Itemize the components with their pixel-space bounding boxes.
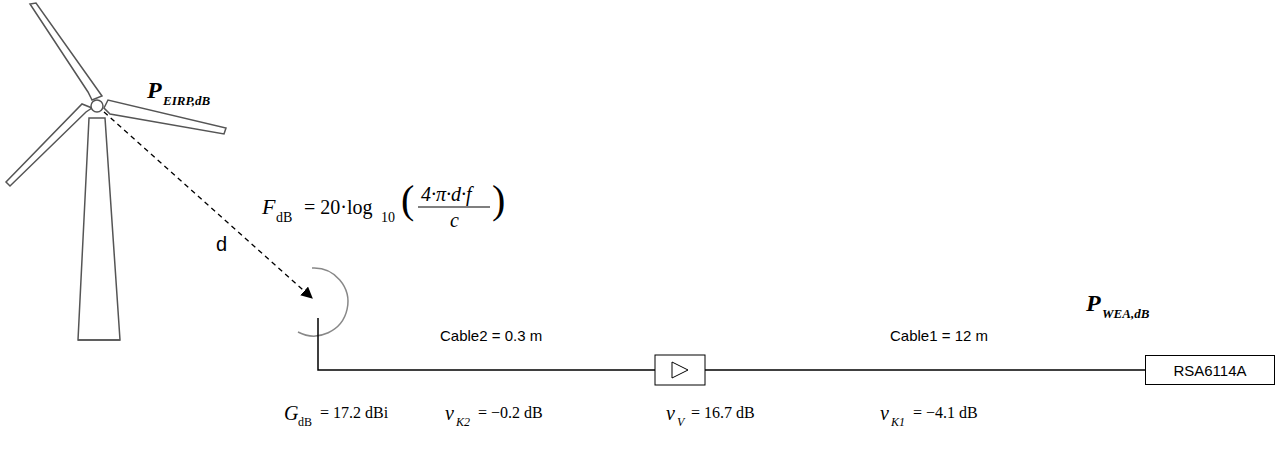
cable1-wire [705,369,1145,371]
formula-text: = 20·log [304,197,373,217]
loss-symbol: v [445,403,454,423]
formula-symbol: F [262,196,275,218]
subscript: V [677,416,684,428]
wind-turbine [6,3,226,340]
fraction-bar [418,206,490,207]
turbine-tower [78,118,120,340]
gain-symbol: G [284,403,298,423]
gain-symbol: v [666,403,675,423]
gain-value: = 16.7 dB [691,405,755,421]
tower-base [78,339,120,341]
subscript: K1 [891,416,905,428]
formula-paren: ) [492,180,505,220]
loss-symbol: v [880,403,889,423]
subscript: K2 [456,416,470,428]
formula-denominator: c [450,210,459,230]
loss-value: = −4.1 dB [913,405,978,421]
turbine-blade [30,3,102,100]
formula-paren: ( [401,180,414,220]
cable-label: Cable2 = 0.3 m [440,328,542,343]
loss-value: = −0.2 dB [478,405,543,421]
amplifier-box [655,355,705,385]
formula-numerator: 4·π·d·f [421,184,472,204]
turbine-blade [6,104,92,186]
analyzer-box: RSA6114A [1145,355,1275,385]
power-symbol: P [147,78,162,102]
antenna-dish [298,268,348,336]
subscript: dB [298,416,312,428]
distance-label: d [216,234,227,254]
subscript: 10 [381,211,395,225]
power-symbol: P [1086,291,1101,315]
subscript: dB [276,211,292,225]
device-name: RSA6114A [1173,363,1246,378]
turbine-hub [91,100,103,112]
subscript: EIRP,dB [163,94,210,107]
gain-value: = 17.2 dBi [320,405,388,421]
subscript: WEA,dB [1102,307,1149,320]
amplifier-symbol [672,362,688,378]
cable-label: Cable1 = 12 m [890,328,988,343]
cable2-wire [318,318,655,370]
distance-arrow [104,112,312,298]
